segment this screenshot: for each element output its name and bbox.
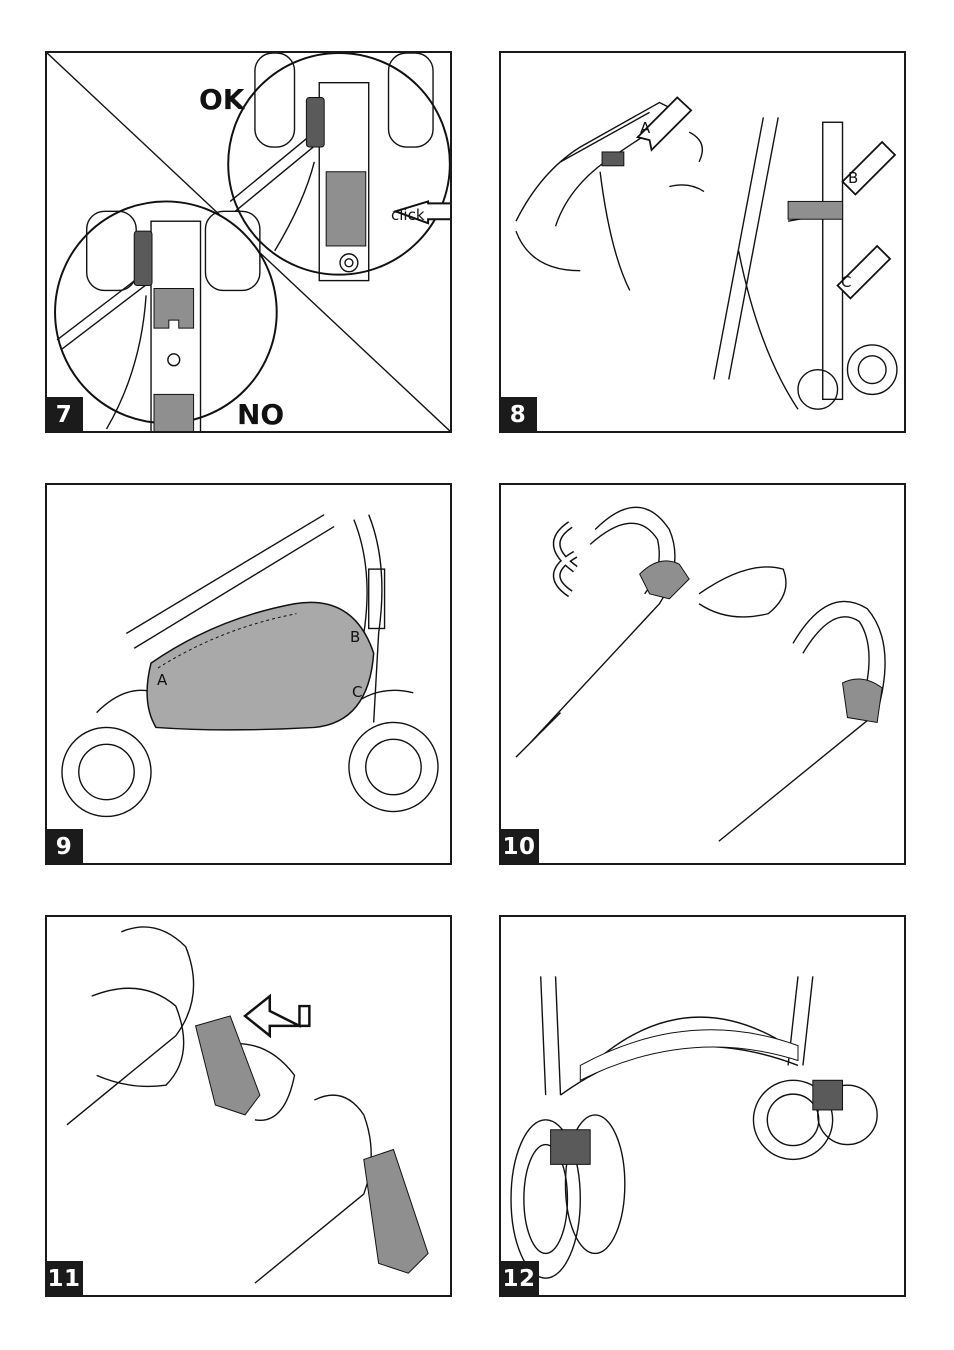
click-label: click (391, 206, 425, 224)
figure-panel-9: A B C 9 (45, 483, 452, 865)
figure-number-badge: 11 (45, 1261, 83, 1297)
no-label: NO (237, 398, 284, 431)
figure-number-badge: 7 (45, 397, 83, 433)
illustration-handle-clip (501, 485, 904, 863)
figure-panel-11: 11 (45, 915, 452, 1297)
figure-number-badge: 12 (499, 1261, 539, 1297)
label-c: C (841, 273, 851, 291)
label-b: B (350, 628, 360, 646)
figure-number-badge: 10 (499, 829, 539, 865)
ok-label: OK (199, 83, 245, 116)
figure-panel-8: A B C 8 (499, 51, 906, 433)
illustration-cup-holder (47, 917, 450, 1295)
label-a: A (157, 671, 167, 689)
figure-number-badge: 9 (45, 829, 83, 865)
illustration-basket (47, 485, 450, 863)
label-b: B (848, 169, 858, 187)
illustration-fold-lock (47, 53, 450, 431)
figure-panel-7: OK NO click 7 (45, 51, 452, 433)
figure-number-badge: 8 (499, 397, 537, 433)
label-a: A (640, 119, 650, 137)
figure-panel-10: 10 (499, 483, 906, 865)
illustration-wheel-brake (501, 917, 904, 1295)
label-c: C (352, 683, 362, 701)
illustration-seat-removal (501, 53, 904, 431)
figure-panel-12: 12 (499, 915, 906, 1297)
